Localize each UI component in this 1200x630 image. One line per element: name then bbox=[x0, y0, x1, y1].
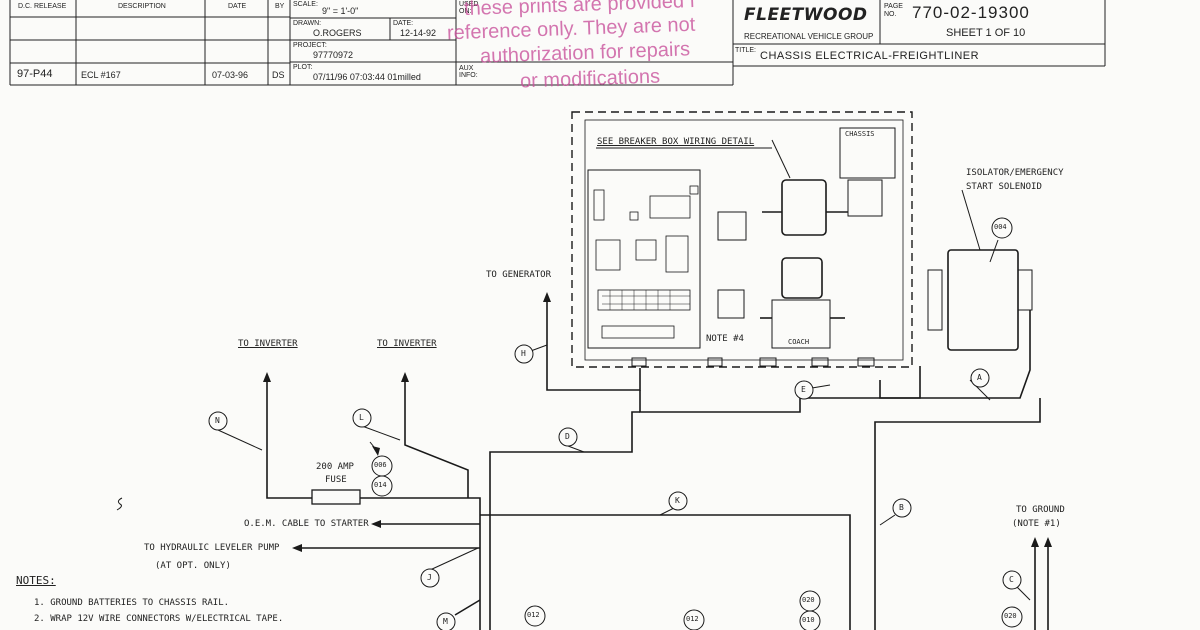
aux-info-label: AUX INFO: bbox=[459, 65, 478, 79]
note-item: 1. GROUND BATTERIES TO CHASSIS RAIL. bbox=[34, 598, 230, 608]
breaker-detail-label: SEE BREAKER BOX WIRING DETAIL bbox=[597, 137, 755, 147]
wire-tag-letter: N bbox=[215, 416, 220, 425]
circle-tag-004 bbox=[991, 217, 1013, 239]
note-item: 2. WRAP 12V WIRE CONNECTORS W/ELECTRICAL… bbox=[34, 614, 284, 624]
plot-value: 07/11/96 07:03:44 01milled bbox=[313, 72, 421, 82]
to-ground-label: (NOTE #1) bbox=[1012, 519, 1061, 529]
wire-tag-letter: E bbox=[801, 385, 806, 394]
group-name: RECREATIONAL VEHICLE GROUP bbox=[744, 32, 874, 41]
wire-tag-l bbox=[352, 408, 372, 428]
notes-heading: NOTES: bbox=[16, 574, 56, 587]
wire-tag-e bbox=[794, 380, 814, 400]
wire-tag-b bbox=[892, 498, 912, 518]
circle-tag-number: 010 bbox=[802, 616, 815, 624]
drawn-value: O.ROGERS bbox=[313, 28, 362, 38]
sheet-number: SHEET 1 OF 10 bbox=[946, 27, 1026, 39]
wire-tag-letter: A bbox=[977, 373, 982, 382]
used-on-label: USED ON: bbox=[459, 1, 479, 15]
release-value: 97-P44 bbox=[17, 68, 53, 80]
isolator-label: START SOLENOID bbox=[966, 182, 1042, 192]
arrowheads bbox=[263, 292, 1052, 552]
to-generator-label: TO GENERATOR bbox=[486, 270, 552, 280]
circle-tag-number: 012 bbox=[686, 615, 699, 623]
wire-tag-a bbox=[970, 368, 990, 388]
drawing-title: CHASSIS ELECTRICAL-FREIGHTLINER bbox=[760, 50, 980, 62]
date-header: DATE bbox=[228, 3, 247, 10]
fuse-label: 200 AMP bbox=[316, 462, 354, 472]
to-ground-label: TO GROUND bbox=[1016, 505, 1065, 515]
circle-tag-014 bbox=[371, 475, 393, 497]
fuse-label: FUSE bbox=[325, 475, 347, 485]
wire-tag-letter: H bbox=[521, 349, 526, 358]
fuse-200-amp bbox=[311, 489, 361, 505]
to-inverter-label: TO INVERTER bbox=[377, 339, 437, 349]
circle-tag-010 bbox=[799, 610, 821, 630]
drawn-date-label: DATE: bbox=[393, 20, 414, 27]
wire-tag-letter: L bbox=[359, 413, 364, 422]
breaker-box-inner bbox=[584, 119, 904, 361]
fleetwood-logo: FLEETWOOD bbox=[744, 5, 868, 25]
wire-tag-letter: J bbox=[427, 573, 432, 582]
dc-release-header: D.C. RELEASE bbox=[18, 3, 67, 10]
wire-tag-letter: M bbox=[443, 617, 448, 626]
wire-tag-letter: K bbox=[675, 496, 680, 505]
wire-tag-letter: B bbox=[899, 503, 904, 512]
wire-tag-n bbox=[208, 411, 228, 431]
title-label: TITLE: bbox=[735, 47, 757, 54]
by-value: DS bbox=[272, 70, 285, 80]
chassis-label: CHASSIS bbox=[845, 130, 875, 138]
wire-tag-h bbox=[514, 344, 534, 364]
scale-value: 9" = 1'-0" bbox=[322, 6, 359, 16]
wire-tag-k bbox=[668, 491, 688, 511]
to-inverter-label: TO INVERTER bbox=[238, 339, 298, 349]
hand-mark bbox=[116, 497, 123, 511]
date-value: 07-03-96 bbox=[212, 70, 249, 80]
plot-label: PLOT: bbox=[293, 64, 313, 71]
breaker-box-outline bbox=[571, 111, 913, 368]
by-header: BY bbox=[275, 3, 285, 10]
circle-tag-number: 004 bbox=[994, 223, 1007, 231]
project-label: PROJECT: bbox=[293, 42, 327, 49]
circle-tag-020 bbox=[1001, 606, 1023, 628]
wire-tag-letter: C bbox=[1009, 575, 1014, 584]
drawn-date-value: 12-14-92 bbox=[400, 28, 437, 38]
wire-tag-letter: D bbox=[565, 432, 570, 441]
hydraulic-pump-label: TO HYDRAULIC LEVELER PUMP bbox=[144, 543, 280, 553]
circle-tag-number: 020 bbox=[1004, 612, 1017, 620]
wire-tag-d bbox=[558, 427, 578, 447]
wire-tag-m bbox=[436, 612, 456, 630]
circle-tag-number: 014 bbox=[374, 481, 387, 489]
oem-cable-label: O.E.M. CABLE TO STARTER bbox=[244, 519, 369, 529]
coach-label: COACH bbox=[788, 338, 810, 346]
wire-tag-c bbox=[1002, 570, 1022, 590]
description-header: DESCRIPTION bbox=[118, 3, 166, 10]
fuse-panel bbox=[587, 169, 701, 349]
page-number: 770-02-19300 bbox=[912, 3, 1030, 22]
circle-tag-number: 020 bbox=[802, 596, 815, 604]
page-label: PAGE NO. bbox=[884, 3, 903, 18]
circle-tag-012 bbox=[683, 609, 705, 630]
circle-tag-number: 012 bbox=[527, 611, 540, 619]
isolator-label: ISOLATOR/EMERGENCY bbox=[966, 168, 1064, 178]
circle-tag-012 bbox=[524, 605, 546, 627]
wire-tag-j bbox=[420, 568, 440, 588]
project-value: 97770972 bbox=[313, 50, 354, 60]
circle-tag-number: 006 bbox=[374, 461, 387, 469]
drawn-label: DRAWN: bbox=[293, 20, 322, 27]
hydraulic-option-label: (AT OPT. ONLY) bbox=[155, 561, 231, 571]
description-value: ECL #167 bbox=[81, 70, 121, 80]
scale-label: SCALE: bbox=[293, 1, 318, 8]
note4-label: NOTE #4 bbox=[706, 334, 744, 344]
